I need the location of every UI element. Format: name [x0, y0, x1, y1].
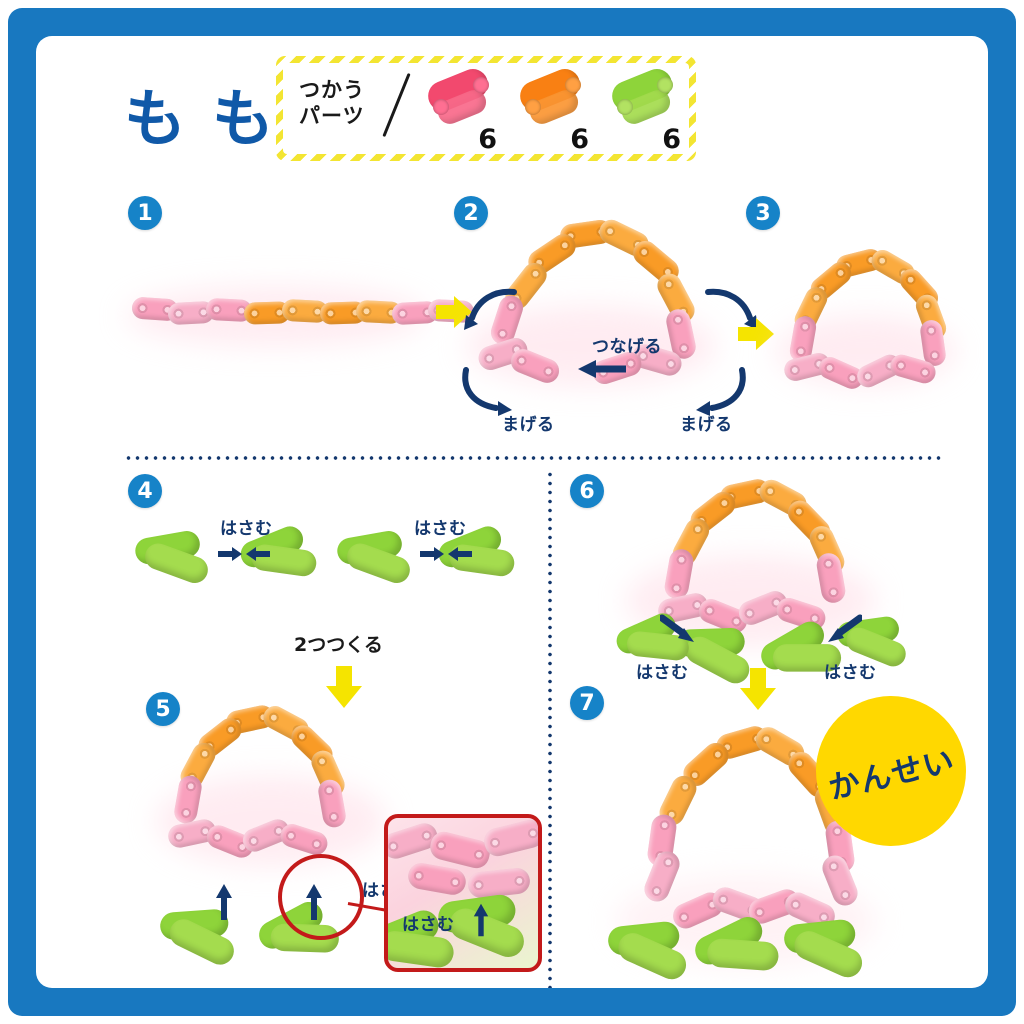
- label-bend-right: まげる: [680, 415, 733, 435]
- arrow-step6-to-step7: [736, 666, 780, 712]
- vertical-divider: [548, 470, 552, 988]
- label-bend-left: まげる: [502, 415, 555, 435]
- instruction-panel: もも つかう パーツ 6: [36, 36, 988, 988]
- completion-badge: かんせい: [816, 696, 966, 846]
- green-part-count: 6: [662, 124, 681, 155]
- horizontal-divider: [124, 456, 944, 460]
- legend-part-pink: 6: [423, 64, 501, 155]
- label-make-two: 2つつくる: [294, 634, 383, 656]
- zoom-inset-up-arrow-icon: [473, 903, 489, 937]
- legend-part-orange: 6: [515, 64, 593, 155]
- step-1-badge: 1: [128, 196, 162, 230]
- zoom-highlight-circle: [278, 854, 364, 940]
- label-pinch-4-left: はさむ: [220, 519, 273, 539]
- label-pinch-6-left: はさむ: [636, 663, 689, 683]
- step-7-badge: 7: [570, 686, 604, 720]
- arrow-step4-to-step5: [322, 664, 366, 710]
- arrow-step1-to-step2: [434, 292, 474, 332]
- page-title: もも: [124, 82, 301, 155]
- insert-arrow-6-left-icon: [660, 614, 694, 642]
- orange-part-count: 6: [570, 124, 589, 155]
- green-clip-4a: [132, 528, 214, 587]
- step-2-badge: 2: [454, 196, 488, 230]
- parts-legend: つかう パーツ 6 6: [276, 56, 696, 161]
- legend-part-green: 6: [607, 64, 685, 155]
- label-pinch-inset: はさむ: [402, 915, 455, 935]
- pink-part-count: 6: [478, 124, 497, 155]
- bend-arrow-top-left-icon: [464, 288, 517, 330]
- pinch-arrows-left-icon: [218, 547, 270, 561]
- step-4-badge: 4: [128, 474, 162, 508]
- step-5-badge: 5: [146, 692, 180, 726]
- legend-divider-slash: [382, 72, 411, 138]
- bend-arrow-bottom-right-icon: [696, 367, 746, 416]
- label-pinch-4-right: はさむ: [414, 519, 467, 539]
- zoom-inset-box: はさむ: [384, 814, 542, 972]
- sheet-border: もも つかう パーツ 6: [8, 8, 1016, 1016]
- connect-arrow-icon: [578, 360, 626, 378]
- bend-arrow-top-right-icon: [705, 288, 758, 330]
- pinch-arrows-right-icon: [420, 547, 472, 561]
- label-connect: つなげる: [592, 337, 662, 357]
- insert-arrow-6-right-icon: [828, 614, 862, 642]
- bend-arrow-bottom-left-icon: [462, 367, 512, 416]
- up-arrow-5-left-icon: [216, 884, 232, 920]
- arrow-step2-to-step3: [736, 314, 776, 354]
- step-6-badge: 6: [570, 474, 604, 508]
- completion-label: かんせい: [825, 742, 959, 807]
- green-clip-4c: [334, 528, 416, 587]
- parts-list: 6 6 6: [423, 64, 685, 155]
- parts-legend-label: つかう パーツ: [299, 78, 365, 129]
- step-3-badge: 3: [746, 196, 780, 230]
- label-pinch-6-right: はさむ: [824, 663, 877, 683]
